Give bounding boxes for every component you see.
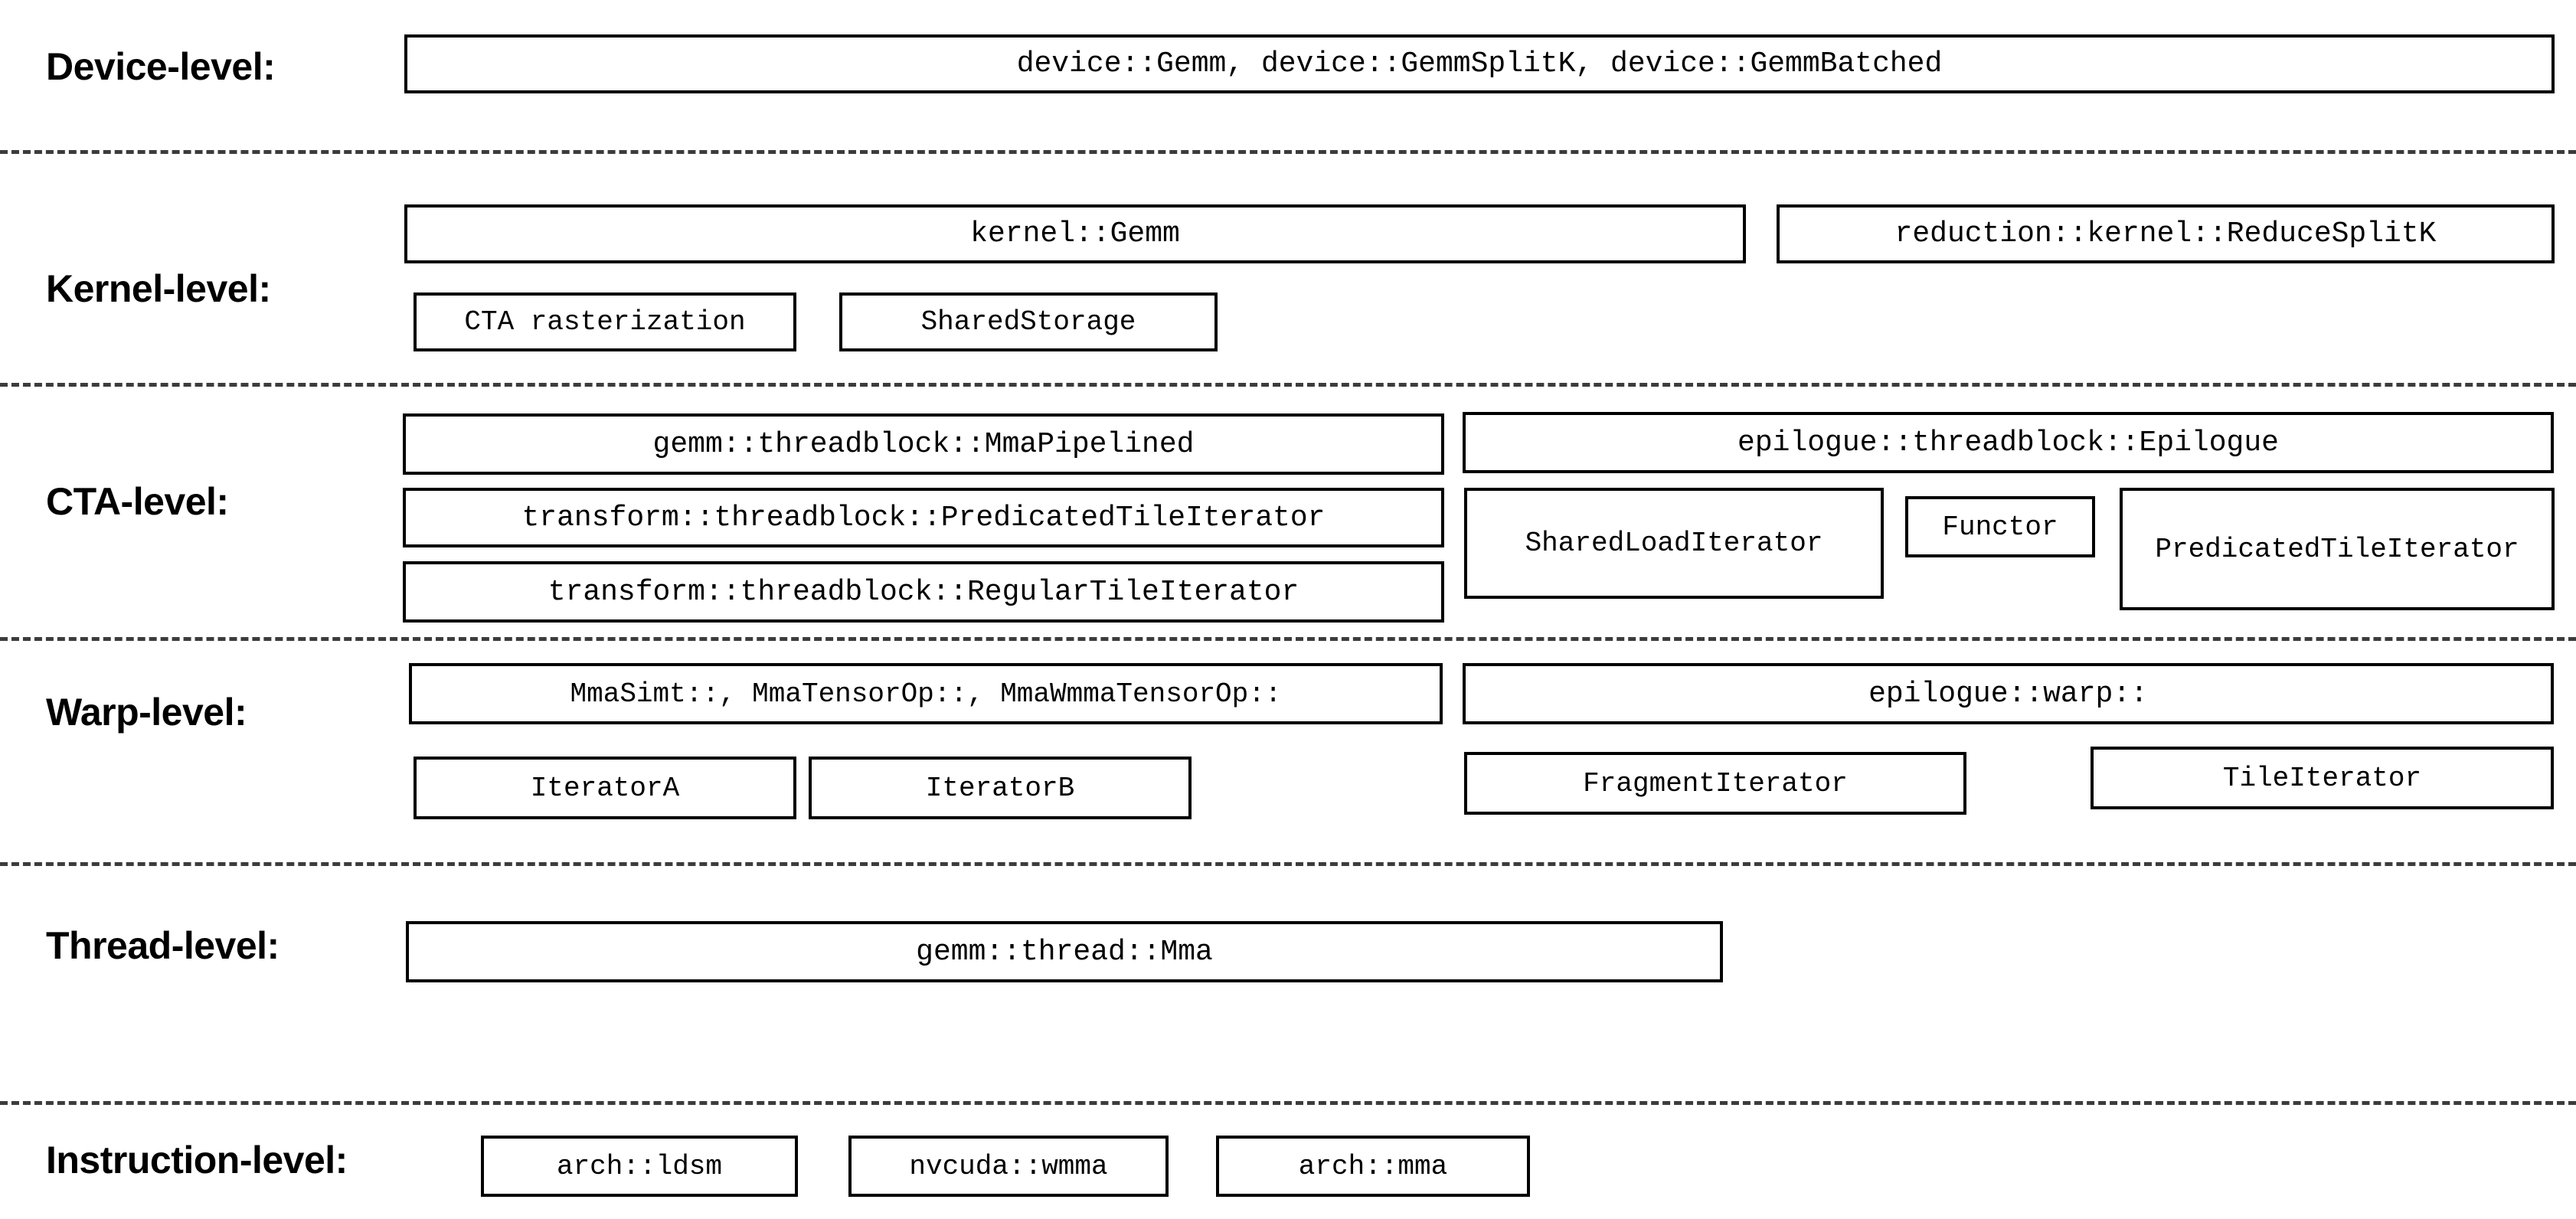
box-tile-iterator[interactable]: TileIterator [2091, 747, 2554, 809]
separator-kernel-cta [0, 383, 2576, 387]
box-reduction-reduce-splitk[interactable]: reduction::kernel::ReduceSplitK [1777, 204, 2555, 263]
box-device-gemm[interactable]: device::Gemm, device::GemmSplitK, device… [404, 34, 2555, 93]
box-iterator-b[interactable]: IteratorB [809, 757, 1192, 819]
box-gemm-thread-mma[interactable]: gemm::thread::Mma [406, 921, 1723, 982]
row-label-device-level: Device-level: [46, 45, 276, 88]
box-iterator-a[interactable]: IteratorA [414, 757, 796, 819]
row-label-thread-level: Thread-level: [46, 924, 280, 967]
box-epilogue-warp[interactable]: epilogue::warp:: [1463, 663, 2554, 724]
box-nvcuda-wmma[interactable]: nvcuda::wmma [848, 1136, 1169, 1197]
separator-device-kernel [0, 150, 2576, 154]
box-transform-regular-tile-iterator[interactable]: transform::threadblock::RegularTileItera… [403, 561, 1444, 623]
box-mma-variants[interactable]: MmaSimt::, MmaTensorOp::, MmaWmmaTensorO… [409, 663, 1443, 724]
row-label-kernel-level: Kernel-level: [46, 267, 271, 310]
box-arch-ldsm[interactable]: arch::ldsm [481, 1136, 798, 1197]
separator-thread-instruction [0, 1101, 2576, 1105]
box-cta-rasterization[interactable]: CTA rasterization [414, 292, 796, 351]
box-gemm-threadblock-mmapipelined[interactable]: gemm::threadblock::MmaPipelined [403, 413, 1444, 475]
box-epilogue-threadblock-epilogue[interactable]: epilogue::threadblock::Epilogue [1463, 412, 2554, 473]
row-label-warp-level: Warp-level: [46, 691, 247, 734]
separator-warp-thread [0, 862, 2576, 866]
box-transform-predicated-tile-iterator[interactable]: transform::threadblock::PredicatedTileIt… [403, 488, 1444, 547]
separator-cta-warp [0, 637, 2576, 641]
row-label-cta-level: CTA-level: [46, 480, 229, 523]
box-predicated-tile-iterator[interactable]: PredicatedTileIterator [2120, 488, 2555, 610]
row-label-instruction-level: Instruction-level: [46, 1139, 348, 1181]
box-shared-storage[interactable]: SharedStorage [839, 292, 1218, 351]
box-fragment-iterator[interactable]: FragmentIterator [1464, 752, 1966, 815]
box-shared-load-iterator[interactable]: SharedLoadIterator [1464, 488, 1884, 599]
box-functor[interactable]: Functor [1905, 496, 2095, 557]
box-arch-mma[interactable]: arch::mma [1216, 1136, 1530, 1197]
box-kernel-gemm[interactable]: kernel::Gemm [404, 204, 1746, 263]
